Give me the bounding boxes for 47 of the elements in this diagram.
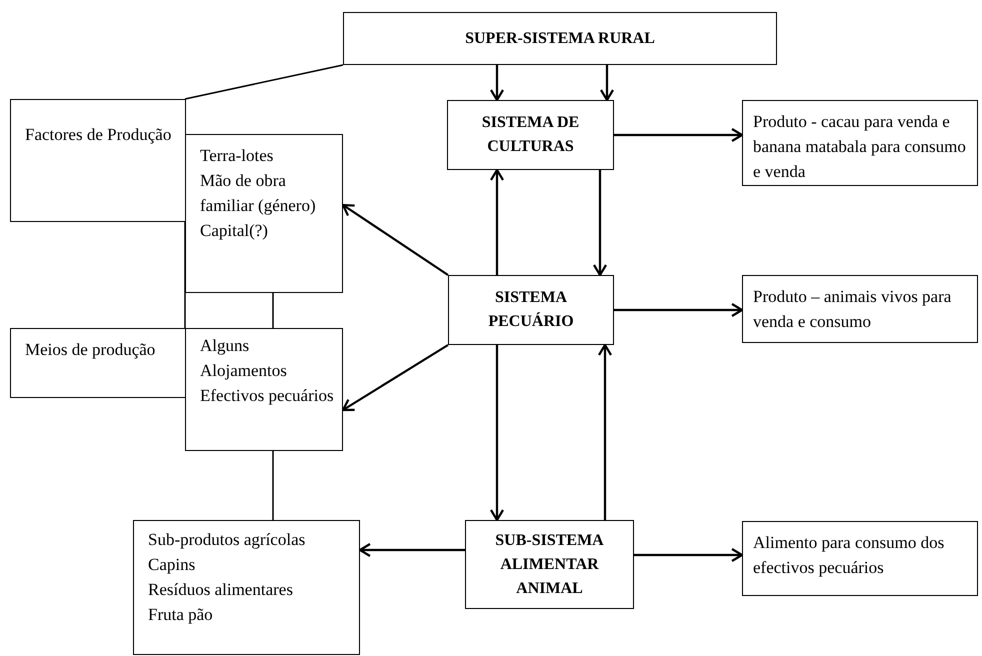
box-text: SUB-SISTEMA ALIMENTAR ANIMAL	[494, 530, 605, 598]
box-text: Produto - cacau para venda e banana matabala para consumo e venda	[753, 111, 967, 183]
box-text: Efectivos pecuários	[200, 385, 334, 407]
system-box	[448, 275, 614, 345]
text-box	[742, 521, 978, 596]
system-box	[343, 12, 777, 65]
connector-line	[184, 222, 186, 328]
box-text: Meios de produção	[25, 339, 156, 361]
box-text: Mão de obra familiar (género)	[200, 170, 317, 217]
arrow	[598, 344, 612, 520]
text-box	[742, 100, 978, 186]
box-text: Sub-produtos agrícolas	[148, 529, 306, 551]
box-text: SUPER-SISTEMA RURAL	[465, 28, 655, 48]
connector-line	[272, 451, 274, 520]
text-box	[10, 99, 186, 222]
arrow	[490, 65, 504, 102]
arrow	[342, 204, 449, 276]
box-text: SISTEMA DE CULTURAS	[480, 113, 580, 157]
text-box	[185, 328, 343, 451]
arrow	[592, 170, 608, 276]
arrow	[614, 128, 744, 142]
text-box	[133, 520, 360, 655]
box-text: Resíduos alimentares	[148, 579, 294, 601]
system-box	[465, 520, 634, 609]
arrow	[490, 168, 504, 275]
arrow	[342, 344, 449, 412]
box-text: Terra-lotes	[200, 145, 274, 167]
box-text: Alimento para consumo dos efectivos pecuários	[753, 532, 946, 579]
arrow	[614, 302, 744, 318]
connector-line	[272, 293, 274, 328]
box-text: Alguns	[200, 335, 250, 357]
text-box	[185, 134, 343, 293]
box-text: Fruta pão	[148, 604, 214, 626]
arrow	[600, 65, 614, 102]
box-text: Capital(?)	[200, 220, 269, 242]
connector-line	[184, 64, 344, 100]
arrow	[358, 542, 465, 558]
text-box	[10, 328, 186, 398]
text-box	[742, 275, 978, 343]
box-text: Capins	[148, 554, 196, 576]
arrow	[490, 345, 504, 522]
box-text: Alojamentos	[200, 360, 288, 382]
box-text: SISTEMA PECUÁRIO	[487, 288, 575, 332]
box-text: Produto – animais vivos para venda e consumo	[753, 286, 952, 333]
box-text: Factores de Produção	[25, 124, 172, 146]
system-box	[447, 100, 614, 170]
arrow	[634, 548, 744, 562]
